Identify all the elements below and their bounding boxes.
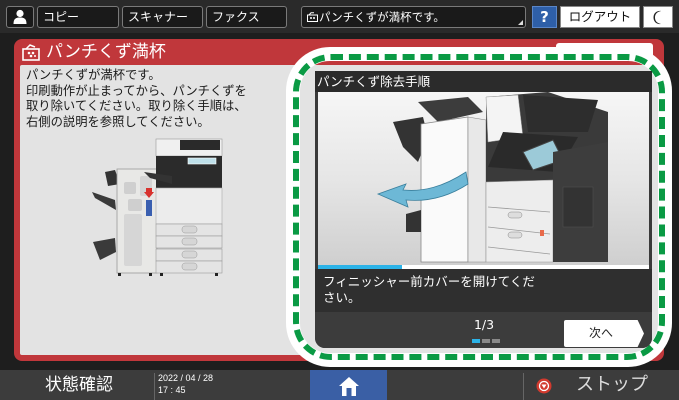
- procedure-progress-bar: [318, 265, 649, 269]
- step-instruction: フィニッシャー前カバーを開けてくだ さい。: [323, 274, 535, 305]
- stop-icon: [536, 378, 552, 394]
- moon-icon: [653, 10, 661, 25]
- divider: [154, 373, 155, 400]
- top-bar: コピー スキャナー ファクス パンチくずが満杯です。 ? ログアウト: [0, 0, 679, 33]
- page-dot-3: [492, 339, 500, 343]
- tab-fax[interactable]: ファクス: [206, 6, 287, 28]
- date-text: 2022 / 04 / 28: [158, 373, 214, 383]
- date-time: 2022 / 04 / 28 17 : 45: [158, 372, 213, 396]
- home-button[interactable]: [310, 370, 387, 400]
- highlight-dashed-border: [293, 54, 665, 360]
- punch-waste-icon: [22, 44, 40, 61]
- procedure-illustration: [318, 92, 649, 265]
- status-check-button[interactable]: 状態確認: [45, 375, 113, 395]
- stop-label: ストップ: [576, 374, 648, 395]
- machine-illustration: [92, 138, 223, 276]
- page-dot-2: [482, 339, 490, 343]
- punch-waste-icon: [307, 12, 318, 22]
- user-icon: [13, 9, 27, 24]
- tab-copy[interactable]: コピー: [37, 6, 119, 28]
- energy-saver-button[interactable]: [643, 6, 673, 28]
- page-dot-1: [472, 339, 480, 343]
- page-dots: [472, 339, 500, 343]
- open-front-cover-illustration: [376, 92, 608, 263]
- status-message-bar[interactable]: パンチくずが満杯です。: [301, 6, 526, 28]
- procedure-panel: パンチくず除去手順 フィ: [315, 71, 652, 348]
- alert-title: パンチくず満杯: [46, 42, 166, 62]
- alert-message: パンチくずが満杯です。 印刷動作が止まってから、パンチくずを 取り除いてください…: [26, 68, 247, 129]
- next-button[interactable]: 次へ: [564, 320, 644, 347]
- bottom-bar: 状態確認 2022 / 04 / 28 17 : 45 ストップ: [0, 370, 679, 400]
- procedure-title: パンチくず除去手順: [315, 71, 652, 92]
- procedure-progress-fill: [318, 265, 402, 269]
- procedure-footer: 1/3 次へ: [315, 312, 652, 348]
- time-text: 17 : 45: [158, 385, 186, 395]
- home-icon: [339, 377, 359, 396]
- divider: [523, 373, 524, 400]
- stop-button[interactable]: ストップ: [524, 370, 674, 400]
- tab-scanner[interactable]: スキャナー: [122, 6, 203, 28]
- status-message-text: パンチくずが満杯です。: [319, 10, 445, 24]
- help-button[interactable]: ?: [532, 6, 557, 28]
- logout-button[interactable]: ログアウト: [560, 6, 640, 28]
- expand-corner-icon: [518, 20, 523, 25]
- page-indicator: 1/3: [473, 317, 495, 332]
- procedure-step-text: フィニッシャー前カバーを開けてくだ さい。: [315, 269, 652, 312]
- user-button[interactable]: [6, 6, 34, 28]
- alert-header: パンチくず満杯: [14, 39, 664, 65]
